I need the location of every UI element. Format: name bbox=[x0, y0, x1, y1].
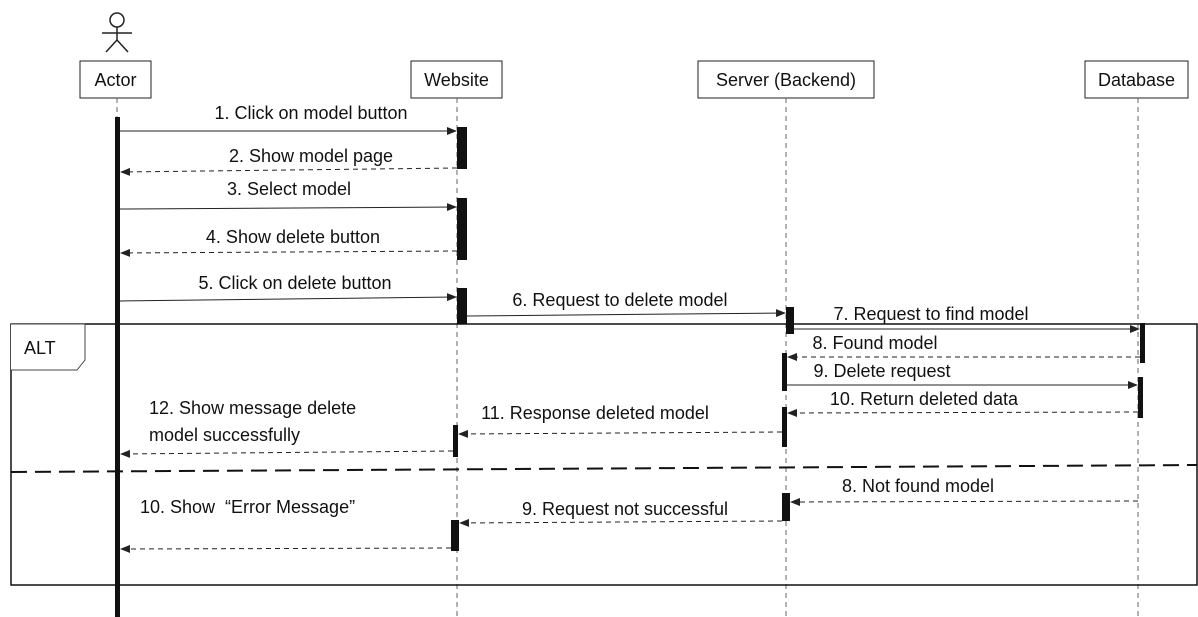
arrow-m6 bbox=[466, 309, 786, 318]
alt-operator-label: ALT bbox=[24, 338, 56, 358]
participant-database: Database bbox=[1084, 60, 1189, 99]
arrow-alt-m9 bbox=[459, 518, 783, 527]
message-label-m7: 7. Request to find model bbox=[833, 304, 1028, 324]
arrow-m3 bbox=[119, 203, 457, 212]
message-label-alt-m10: 10. Show “Error Message” bbox=[140, 497, 355, 517]
activation-server-1 bbox=[786, 307, 794, 334]
arrow-m5 bbox=[119, 293, 457, 302]
arrow-m2 bbox=[120, 167, 458, 176]
arrow-m11 bbox=[458, 429, 783, 438]
activation-server-4 bbox=[782, 493, 790, 521]
participant-actor: Actor bbox=[79, 60, 152, 99]
message-label-m12-line1: 12. Show message delete bbox=[149, 398, 356, 418]
arrow-alt-m10 bbox=[120, 544, 452, 553]
message-label-m12-line2: model successfully bbox=[149, 425, 300, 445]
activation-website-3 bbox=[457, 288, 467, 324]
activation-server-3 bbox=[782, 407, 787, 447]
message-label-m3: 3. Select model bbox=[227, 179, 351, 199]
arrow-m12 bbox=[120, 449, 454, 458]
alt-fragment: ALT bbox=[10, 323, 1198, 586]
message-label-m10: 10. Return deleted data bbox=[830, 389, 1019, 409]
message-label-m9: 9. Delete request bbox=[813, 361, 950, 381]
arrow-m10 bbox=[787, 408, 1139, 417]
participant-server-label: Server (Backend) bbox=[716, 70, 856, 90]
message-label-alt-m9: 9. Request not successful bbox=[522, 499, 728, 519]
participant-website-label: Website bbox=[424, 70, 489, 90]
activation-actor bbox=[115, 117, 120, 617]
actor-stick-figure-icon bbox=[102, 12, 132, 53]
participant-database-label: Database bbox=[1098, 70, 1175, 90]
participant-website: Website bbox=[410, 60, 503, 99]
message-label-m5: 5. Click on delete button bbox=[198, 273, 391, 293]
message-label-m6: 6. Request to delete model bbox=[512, 290, 727, 310]
message-label-alt-m8: 8. Not found model bbox=[842, 476, 994, 496]
arrow-m4 bbox=[120, 248, 458, 257]
activation-database-1 bbox=[1140, 323, 1145, 363]
message-label-m4: 4. Show delete button bbox=[206, 227, 380, 247]
participant-actor-label: Actor bbox=[94, 70, 136, 90]
arrow-alt-m8 bbox=[790, 497, 1139, 506]
message-label-m11: 11. Response deleted model bbox=[481, 403, 709, 423]
activation-website-5 bbox=[451, 520, 459, 551]
activation-database-2 bbox=[1138, 377, 1143, 418]
activation-website-2 bbox=[457, 198, 467, 260]
activation-website-1 bbox=[457, 127, 467, 169]
alt-divider bbox=[10, 464, 1198, 473]
activation-website-4 bbox=[453, 425, 458, 457]
message-label-m8: 8. Found model bbox=[812, 333, 937, 353]
activation-server-2 bbox=[782, 353, 787, 391]
message-label-m2: 2. Show model page bbox=[229, 146, 393, 166]
message-label-m1: 1. Click on model button bbox=[214, 103, 407, 123]
participant-server: Server (Backend) bbox=[697, 60, 875, 99]
